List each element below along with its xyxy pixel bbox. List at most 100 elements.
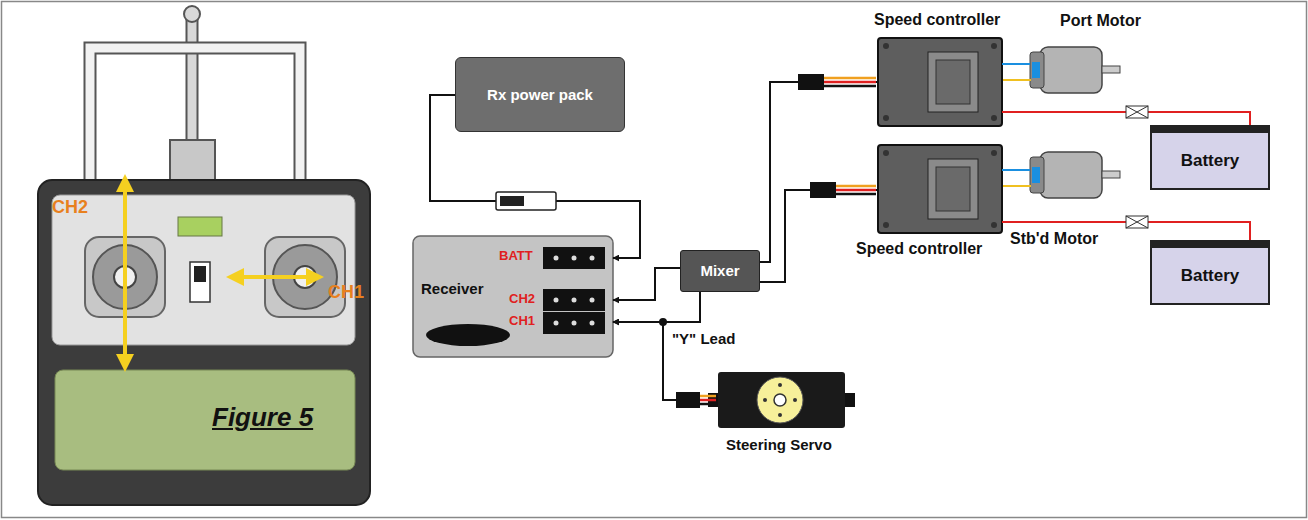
transmitter — [238, 275, 312, 279]
transmitter — [116, 354, 134, 372]
transmitter — [188, 18, 197, 145]
servo-body — [718, 372, 845, 428]
speed-controller-body — [928, 52, 978, 112]
motor-body — [1102, 66, 1120, 73]
heading: Steering Servo — [726, 436, 832, 453]
receiver-body — [554, 298, 559, 303]
motor-wire — [1003, 185, 1031, 187]
mixer-box: Mixer — [680, 250, 760, 292]
receiver-body — [572, 256, 577, 261]
motor-body — [1032, 167, 1040, 183]
receiver-body — [554, 256, 595, 326]
transmitter — [178, 217, 222, 236]
speed-controller-body — [883, 150, 889, 156]
node-text: Mixer — [700, 262, 739, 279]
node-text: Battery — [1181, 266, 1240, 286]
plug — [700, 395, 716, 398]
plug — [824, 81, 876, 84]
speed-controller-body — [936, 167, 970, 211]
steering-servo: Steering Servo — [718, 372, 845, 428]
motor-body — [1032, 62, 1040, 78]
servo-body — [778, 413, 782, 417]
heading: Port Motor — [1060, 12, 1141, 30]
pin-label: CH2 — [509, 292, 535, 307]
receiver-body — [426, 324, 510, 346]
fuse — [1126, 106, 1148, 228]
receiver-label: Receiver — [421, 280, 484, 297]
receiver-body — [554, 256, 559, 261]
receiver-body — [543, 247, 605, 269]
speed-controller-body — [991, 150, 997, 156]
plug — [700, 403, 716, 406]
receiver-body — [543, 289, 605, 311]
motor-wire — [1003, 80, 1031, 186]
motor-wire — [1003, 79, 1031, 81]
transmitter — [184, 6, 200, 22]
speed-controller: Speed controller — [878, 38, 1002, 126]
motor-body — [1102, 171, 1120, 178]
transmitter — [226, 268, 244, 286]
wire-connector — [760, 190, 878, 282]
speed-controller: Speed controller — [878, 145, 1002, 233]
speed-controller-body — [883, 222, 889, 228]
motor-body — [1030, 47, 1120, 198]
speed-controller-body — [936, 60, 970, 104]
speed-controller-body — [991, 115, 997, 121]
plug — [676, 392, 700, 408]
plug — [836, 189, 876, 192]
servo-body — [763, 383, 797, 417]
transmitter — [90, 48, 300, 182]
receiver-body — [590, 298, 595, 303]
receiver-body — [413, 236, 613, 357]
transmitter — [38, 6, 370, 505]
receiver-box: ReceiverBATTCH2CH1 — [413, 236, 613, 357]
transmitter — [52, 195, 355, 345]
wire-connector — [1002, 63, 1030, 65]
transmitter — [190, 262, 210, 302]
receiver-body — [572, 321, 577, 326]
pin-label: BATT — [499, 249, 533, 264]
speed-controller-body — [928, 159, 978, 219]
plug — [810, 182, 836, 198]
speed-controller-body — [991, 222, 997, 228]
channel-label: CH1 — [328, 282, 364, 303]
battery-box: Battery — [1150, 125, 1270, 190]
fuse — [1126, 106, 1148, 118]
transmitter — [170, 140, 215, 182]
heading: Speed controller — [874, 11, 1000, 29]
speed-controller-body — [878, 38, 1002, 126]
node-text: Battery — [1181, 151, 1240, 171]
servo-body — [708, 372, 855, 428]
rx-switch — [500, 196, 524, 206]
stbd-motor: Stb'd Motor — [1030, 152, 1120, 198]
speed-controller-body — [878, 145, 1002, 233]
receiver-body — [590, 256, 595, 261]
plug — [700, 399, 716, 402]
fuse — [1126, 106, 1148, 118]
wire-connector — [613, 292, 700, 322]
motor-body — [1030, 157, 1044, 193]
plug — [798, 74, 824, 90]
transmitter — [38, 180, 370, 505]
plug — [836, 193, 876, 196]
node-text: Rx power pack — [487, 86, 593, 103]
speed-controller-body — [883, 115, 889, 121]
speed-controller-body — [991, 43, 997, 49]
plug — [676, 74, 876, 408]
servo-body — [757, 377, 803, 423]
transmitter — [123, 186, 127, 360]
power-pack-box: Rx power pack — [455, 57, 625, 132]
receiver-body — [554, 321, 559, 326]
speed-controller-body — [883, 43, 889, 49]
heading: Stb'd Motor — [1010, 230, 1098, 248]
rx-switch — [496, 192, 556, 210]
servo-body — [793, 398, 797, 402]
motor-body — [1040, 47, 1102, 93]
transmitter — [90, 48, 300, 182]
receiver-body — [590, 321, 595, 326]
